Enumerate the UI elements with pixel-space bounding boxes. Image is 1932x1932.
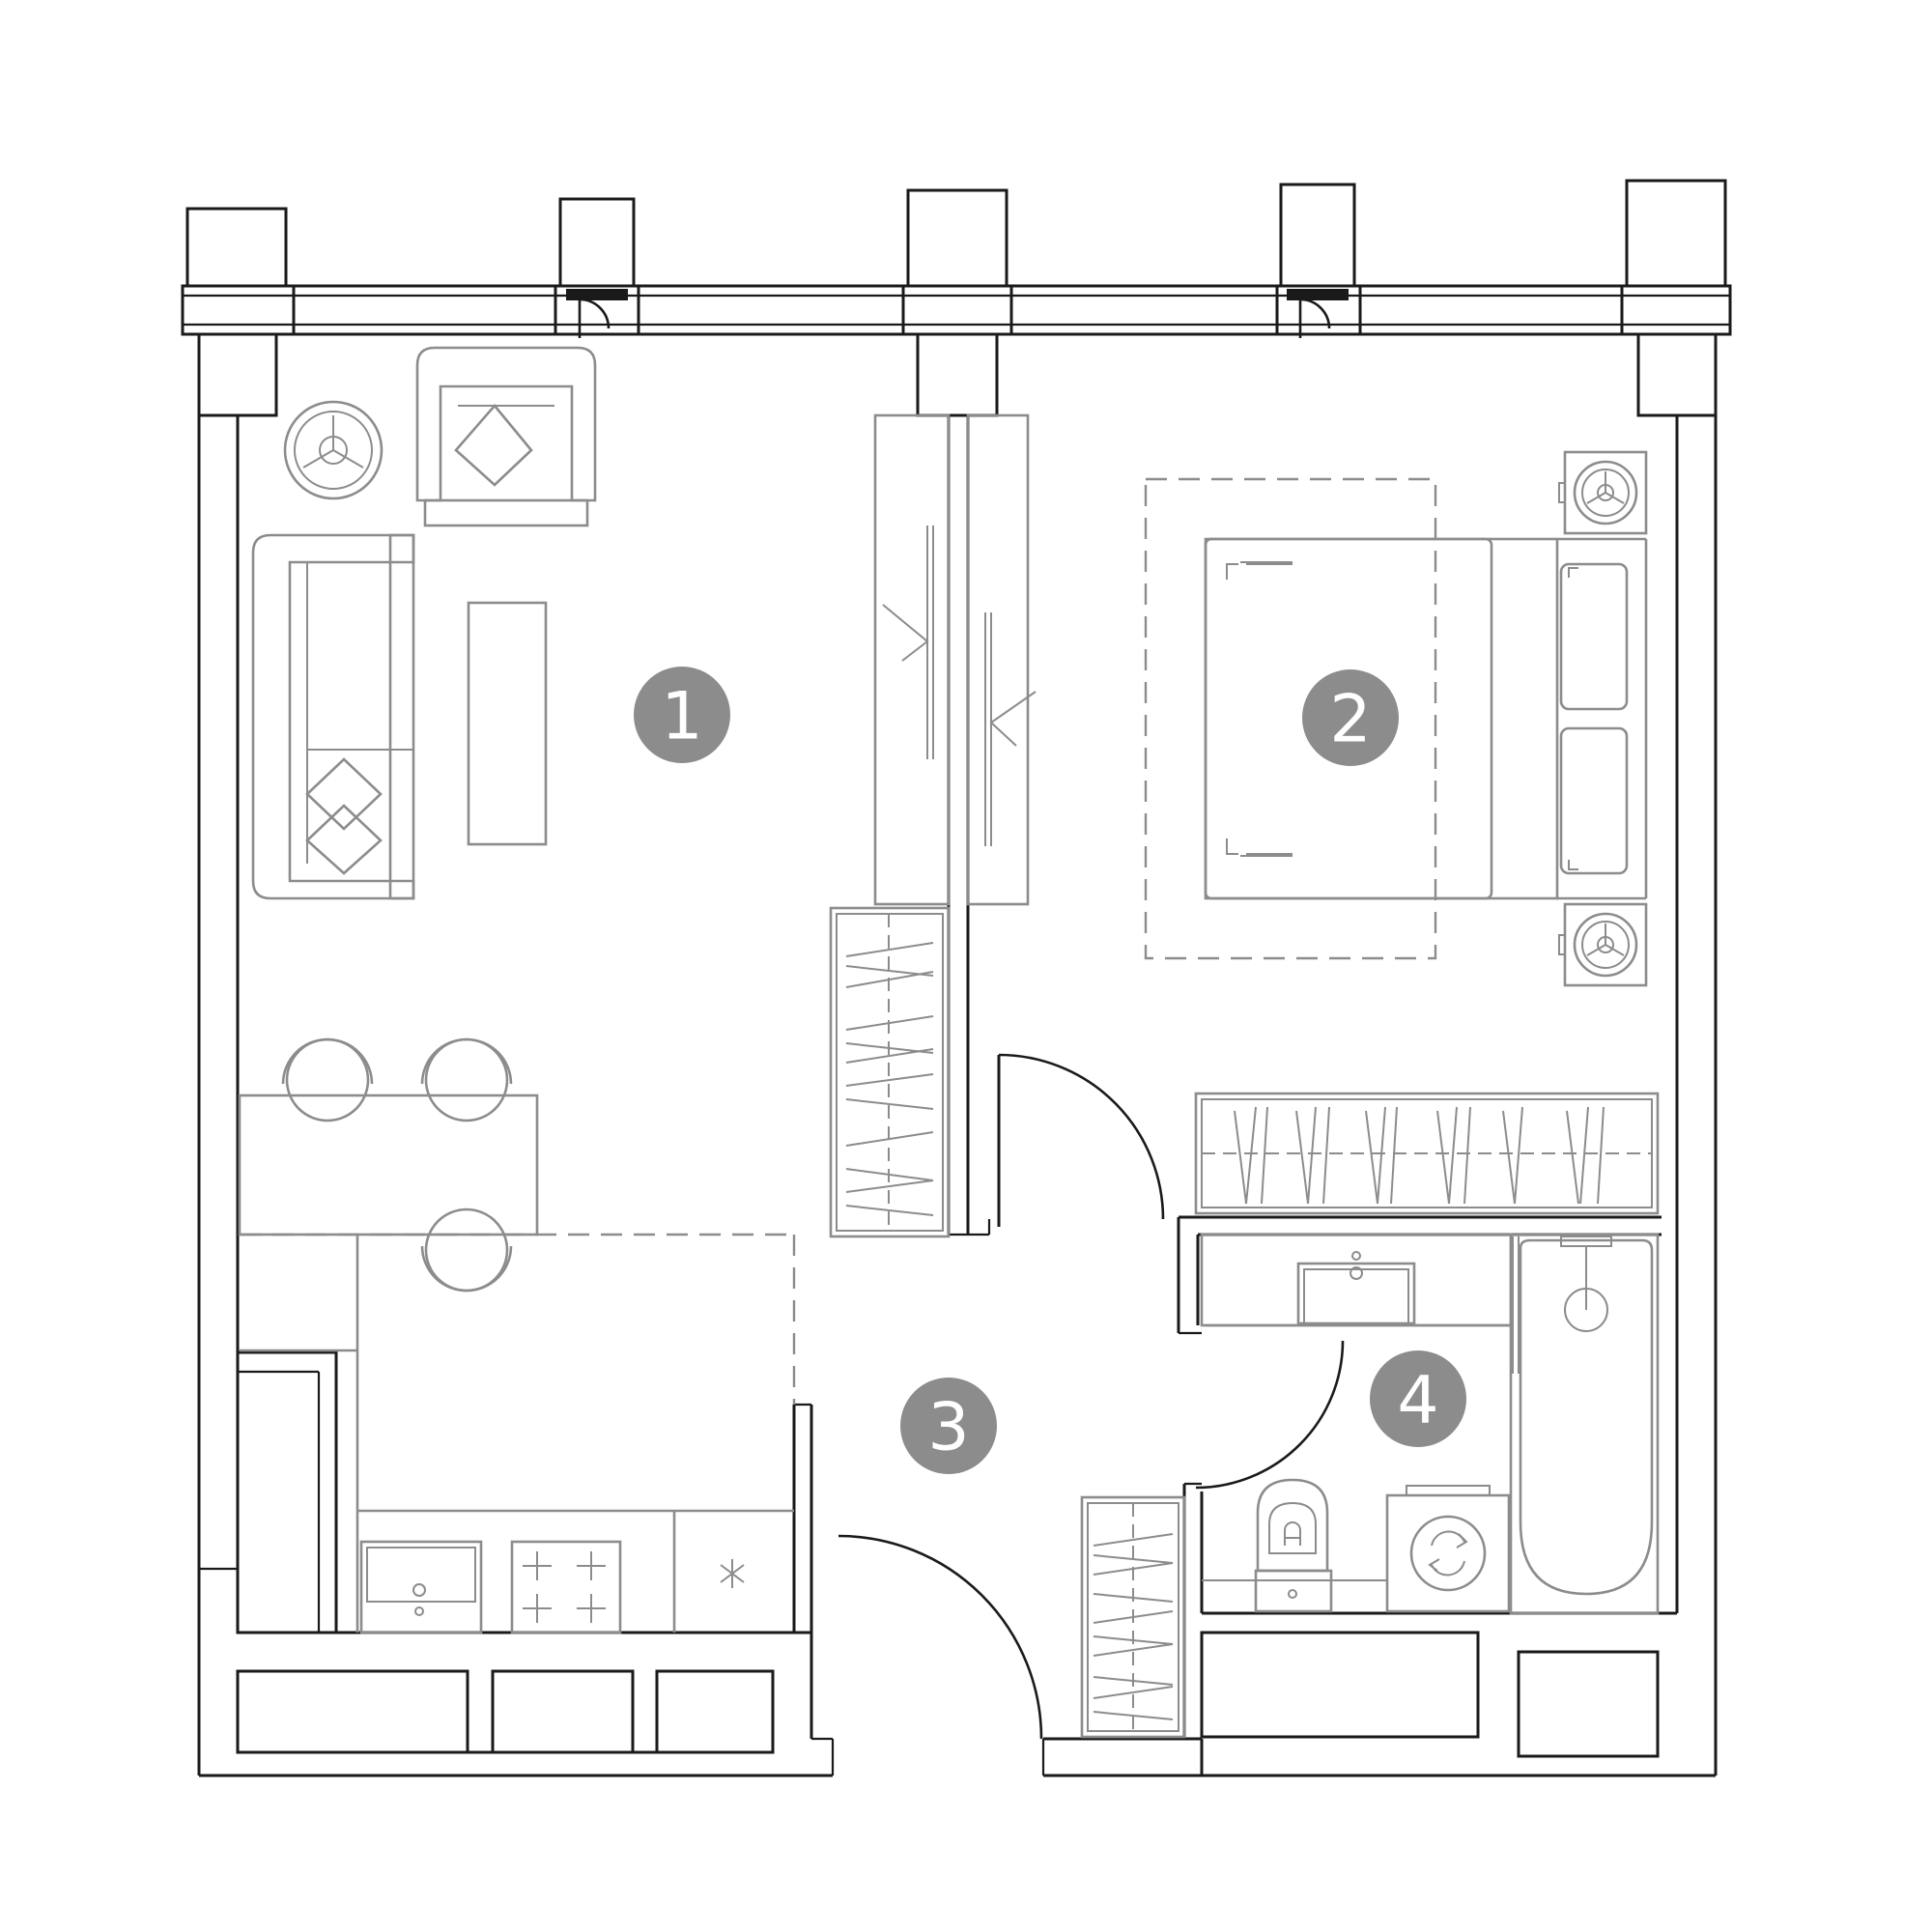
room-number: 2 <box>1329 682 1371 758</box>
room-number: 4 <box>1397 1363 1438 1439</box>
extractor-icon <box>720 1559 745 1588</box>
room-badge-4: 4 <box>1370 1350 1466 1447</box>
coffee-table-icon <box>467 601 548 846</box>
room-number: 3 <box>927 1390 969 1466</box>
door-icon <box>838 1053 1345 1740</box>
wardrobe-icon <box>873 413 1037 906</box>
bed-icon <box>1204 537 1648 900</box>
window-icon <box>566 289 1349 338</box>
wall-piers <box>197 332 1718 417</box>
room-badge-1: 1 <box>634 667 730 763</box>
ceiling-fan-icon <box>1558 902 1648 987</box>
window-frame <box>181 284 1732 336</box>
wardrobe-icon <box>1194 1092 1660 1215</box>
sofa-icon <box>251 533 415 900</box>
kitchen-counter <box>240 1235 794 1633</box>
bathtub-icon <box>1509 1233 1660 1615</box>
sink-icon <box>1296 1251 1416 1325</box>
sink-icon <box>359 1540 483 1634</box>
room-number: 1 <box>661 679 702 755</box>
toilet-icon <box>1202 1478 1387 1613</box>
facade-columns <box>185 179 1727 288</box>
washing-machine-icon <box>1385 1485 1511 1613</box>
room-badge-3: 3 <box>900 1378 997 1474</box>
ceiling-fan-icon <box>283 400 384 500</box>
room-badge-2: 2 <box>1302 669 1399 766</box>
armchair-icon <box>415 346 597 527</box>
dining-table-icon <box>238 1094 539 1236</box>
stove-icon <box>510 1540 622 1634</box>
chair-icon <box>281 1037 513 1293</box>
wardrobe-icon <box>829 906 951 1238</box>
ceiling-fan-icon <box>1558 450 1648 535</box>
rug-outline <box>1144 477 1437 960</box>
wardrobe-icon <box>1080 1495 1186 1739</box>
